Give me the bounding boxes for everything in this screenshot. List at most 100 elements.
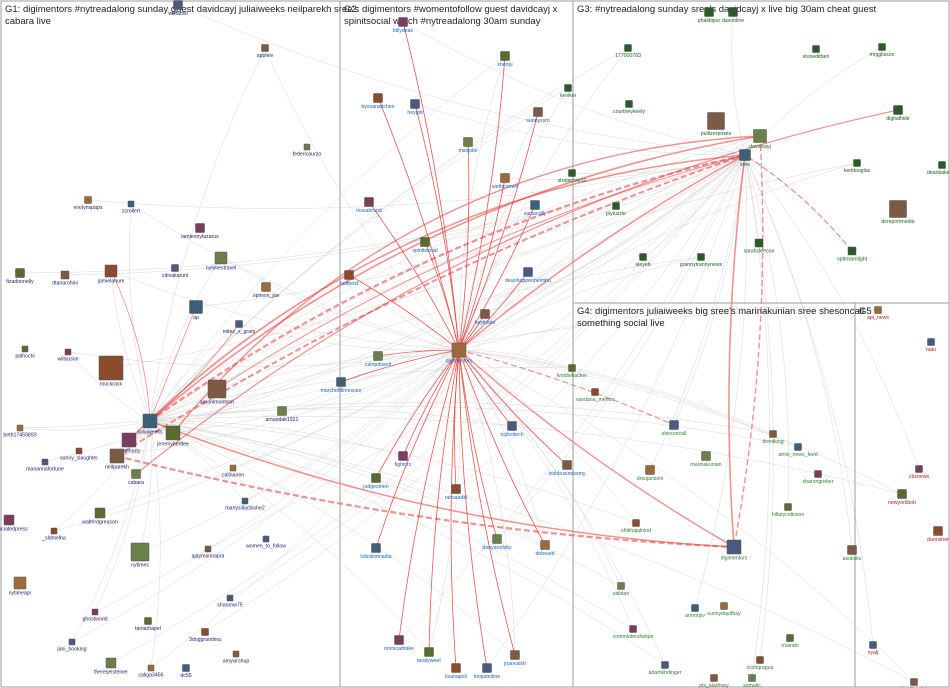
node-avatar	[534, 108, 543, 117]
node-label: willsuson	[57, 357, 78, 363]
node-avatar	[215, 252, 227, 264]
node-avatar	[205, 546, 211, 552]
node-label: optimismlight	[837, 257, 868, 263]
node-label: adamkhdinger	[649, 670, 682, 676]
node-avatar	[618, 583, 625, 590]
node-avatar	[565, 85, 572, 92]
node-avatar	[452, 485, 461, 494]
node-avatar	[263, 536, 269, 542]
node-avatar	[848, 546, 857, 555]
node-avatar	[65, 349, 71, 355]
node-label: beth17459893	[3, 433, 36, 439]
node-avatar	[16, 269, 25, 278]
node-label: pulitzerprizes	[701, 131, 732, 137]
node-avatar	[916, 466, 923, 473]
node-avatar	[592, 389, 599, 396]
node-avatar	[879, 44, 886, 51]
node-avatar	[4, 515, 14, 525]
node-label: zalidan	[613, 591, 630, 597]
node-avatar	[727, 540, 741, 554]
node-label: thereseisteiner	[94, 670, 128, 676]
node-label: billydeas	[393, 28, 414, 34]
node-label: palhochi	[15, 354, 34, 360]
node-avatar	[278, 407, 287, 416]
node-label: sharonw75	[217, 603, 242, 609]
node-label: amyvirshup	[223, 659, 250, 665]
node-avatar	[51, 528, 57, 534]
node-avatar	[531, 201, 540, 210]
node-avatar	[481, 310, 490, 319]
node[interactable]: muckrack	[99, 356, 123, 388]
node-label: appleiv	[257, 53, 274, 59]
node-label: marchofdimesceo	[321, 388, 362, 394]
node-avatar	[524, 268, 533, 277]
node-avatar	[95, 508, 105, 518]
node-avatar	[501, 174, 510, 183]
node[interactable]: sree	[740, 150, 751, 169]
node-avatar	[208, 380, 226, 398]
node-avatar	[262, 283, 271, 292]
node-label: ransaadel	[445, 495, 468, 501]
node[interactable]: nytimes	[131, 543, 149, 569]
node-label: kerldouglas	[844, 168, 871, 174]
node-avatar	[770, 431, 777, 438]
node-label: 3doggrandma	[189, 637, 221, 643]
node-label: amandak1921	[266, 417, 299, 423]
node-avatar	[911, 679, 918, 686]
node-avatar	[421, 238, 430, 247]
node-avatar	[14, 577, 26, 589]
group-title-g2-line1: G2: digimentors #womentofollow guest dav…	[344, 4, 558, 15]
node-label: stoneditben	[803, 54, 830, 60]
node-label: digitalhide	[886, 116, 909, 122]
node-avatar	[452, 343, 466, 357]
node-avatar	[662, 662, 669, 669]
node-label: dcreportmedia	[881, 219, 914, 225]
node-label: jeremybertlee	[156, 442, 189, 448]
node-avatar	[145, 618, 152, 625]
node-label: tcpbsitech	[500, 432, 523, 438]
node-label: manysillacbishe2	[225, 506, 265, 512]
node-avatar	[174, 1, 183, 10]
node-label: armorjsv	[685, 613, 705, 619]
node-avatar	[399, 452, 408, 461]
node-avatar	[483, 664, 492, 673]
node-label: rnaindo	[781, 643, 798, 649]
node-avatar	[172, 265, 179, 272]
node-avatar	[875, 307, 882, 314]
node-avatar	[110, 449, 124, 463]
node-avatar	[757, 657, 764, 664]
node-avatar	[785, 504, 792, 511]
node-label: dannsher	[927, 537, 949, 543]
node-avatar	[262, 45, 269, 52]
node-label: ap	[193, 315, 199, 321]
node-label: digimentors	[721, 556, 748, 562]
group-title-g3: G3: #nytreadalong sunday sree's davidcay…	[577, 4, 876, 15]
node-avatar	[729, 8, 738, 17]
node-avatar	[787, 635, 794, 642]
group-title-g1-line2: cabara live	[5, 16, 51, 27]
node-label: wethcomell	[492, 184, 518, 190]
node-label: deanbaker13	[927, 170, 950, 176]
node-label: sheriju	[497, 62, 512, 68]
node-label: ghostworld	[82, 617, 107, 623]
node-avatar	[148, 665, 154, 671]
node-avatar	[411, 100, 420, 109]
node-avatar	[625, 45, 632, 52]
node-avatar	[374, 352, 383, 361]
node-avatar	[345, 271, 354, 280]
node-avatar	[42, 459, 48, 465]
node-label: caliga3456	[138, 673, 163, 679]
node-label: nytimes	[131, 563, 149, 569]
node-label: kevikei	[560, 93, 576, 99]
node-avatar	[541, 541, 550, 550]
node-label: courtneykeely	[613, 109, 645, 115]
node-label: dtanarohini	[52, 281, 78, 287]
node-label: marinakunian	[690, 462, 721, 468]
node-avatar	[501, 52, 510, 61]
node-avatar	[813, 46, 820, 53]
node-label: nytimeapr	[9, 591, 32, 597]
node-label: asuksks	[843, 556, 862, 562]
node-avatar	[702, 452, 711, 461]
node-avatar	[740, 150, 751, 161]
node-avatar	[122, 433, 136, 447]
